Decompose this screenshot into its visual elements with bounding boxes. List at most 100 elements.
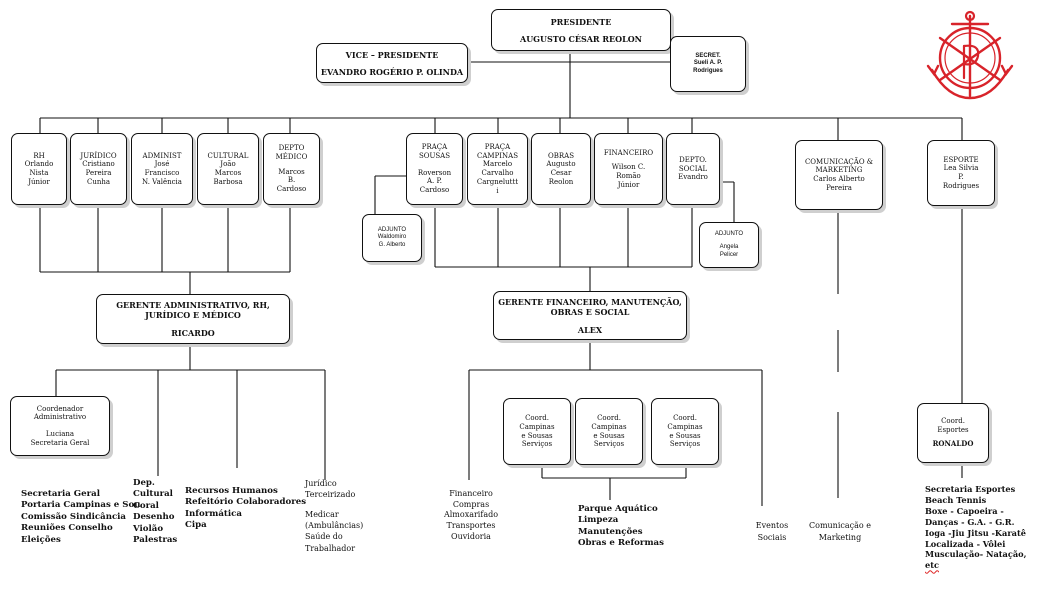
dept-line: Augusto [546, 160, 576, 169]
list-item: Palestras [133, 535, 178, 546]
gerente-line: GERENTE FINANCEIRO, MANUTENÇÃO, [498, 296, 682, 307]
coord-line: Coord. [673, 414, 697, 422]
dept-line: Reolon [548, 177, 574, 186]
secretaria-box: SECRET. Sueli A. P. Rodrigues [670, 36, 746, 92]
comunicacao-line: Pereira [826, 183, 852, 192]
coord-line: Campinas [667, 422, 703, 431]
list-item: Recursos Humanos [185, 486, 278, 496]
comunicacao-line: MARKETING [815, 166, 863, 175]
list-item: Eleições [21, 534, 61, 545]
dept-line: OBRAS [547, 151, 574, 160]
anchor-wheel-emblem-icon [926, 10, 1014, 100]
dept-line: ADMINIST [142, 151, 182, 160]
coord-line: Campinas [591, 422, 627, 431]
secret-line: Sueli A. P. [693, 60, 723, 67]
list-item: Compras [452, 499, 490, 509]
list-item: Danças - G.A. - G.R. [925, 516, 1015, 527]
dept-line: Júnior [28, 177, 50, 186]
list-item: Saúde do [305, 532, 343, 542]
list-item: Secretaria Esportes [925, 484, 1016, 494]
eventos-list: Eventos Sociais [745, 520, 799, 545]
dept-line: Marcelo [482, 160, 513, 169]
esporte-line: Lea Silvia [943, 164, 979, 173]
dept-rh-box: RH Orlando Nista Júnior [11, 133, 67, 205]
dept-line: Marcos [278, 167, 305, 176]
dept-line: SOUSAS [418, 151, 451, 160]
gerente-line: ALEX [577, 324, 603, 335]
dept-line: Cardoso [276, 185, 307, 194]
dept-line: PRAÇA [421, 143, 448, 152]
coord-servicos-box-1: Coord. Campinas e Sousas Serviços [503, 398, 571, 465]
list-item: Trabalhador [305, 543, 356, 553]
list-item: Obras e Reformas [578, 538, 664, 549]
dept-line: PRAÇA [484, 142, 511, 151]
dept-line: Carvalho [481, 169, 514, 177]
list-item: Transportes [446, 520, 496, 530]
dept-line: Cunha [86, 177, 111, 186]
dept-medico-box: DEPTO MÉDICO Marcos B. Cardoso [263, 133, 320, 205]
list-item: Dep. [133, 478, 155, 488]
esportes-list: Secretaria Esportes Beach Tennis Boxe - … [925, 484, 1026, 571]
gerente-line: RICARDO [171, 328, 215, 338]
dept-line: José [154, 160, 170, 169]
gerente-administrativo-box: GERENTE ADMINISTRATIVO, RH, JURÍDICO E M… [96, 294, 290, 344]
coord-line: Secretaria Geral [30, 438, 90, 447]
list-item: Ioga -Jiu Jitsu -Karatê [925, 527, 1026, 538]
dept-line: N. Valência [142, 177, 182, 186]
list-item: Financeiro [449, 489, 493, 498]
list-item: Musculação- Natação, [925, 549, 1027, 560]
esporte-box: ESPORTE Lea Silvia P. Rodrigues [927, 140, 995, 206]
vice-name: EVANDRO ROGÉRIO P. OLINDA [320, 66, 464, 77]
list-item: Jurídico [305, 479, 337, 488]
dept-line: MÉDICO [275, 152, 308, 161]
secretaria-list: Secretaria Geral Portaria Campinas e Sou… [21, 489, 140, 546]
list-item: Eventos [755, 521, 789, 530]
dept-line: JURÍDICO [80, 151, 117, 160]
dept-line: Evandro [678, 173, 708, 182]
list-item: Violão [133, 523, 164, 534]
juridico-terceirizado-list: Jurídico Terceirizado Medicar (Ambulânci… [305, 478, 363, 554]
dept-line: Nista [29, 169, 49, 177]
coord-servicos-box-3: Coord. Campinas e Sousas Serviços [651, 398, 719, 465]
dept-line: DEPTO. [679, 155, 707, 164]
list-item: Secretaria Geral [21, 489, 100, 499]
list-item: Localizada - Vôlei [925, 538, 1006, 549]
list-item: Comissão Sindicância [21, 511, 127, 522]
list-item: Desenho [133, 512, 175, 523]
secret-line: SECRET. [695, 52, 721, 59]
list-item: Marketing [818, 533, 862, 543]
presidente-name: AUGUSTO CÉSAR REOLON [520, 33, 642, 44]
gerente-line: JURÍDICO E MÉDICO [145, 310, 241, 320]
coord-line: Serviços [521, 440, 553, 449]
list-item [305, 501, 363, 509]
recursos-list: Recursos Humanos Refeitório Colaboradore… [185, 486, 306, 532]
list-item: Limpeza [578, 515, 619, 526]
list-item: Coral [133, 500, 159, 511]
dept-line: RH [33, 151, 45, 160]
adjunto-line: ADJUNTO [714, 230, 744, 237]
dept-line: Roverson [417, 168, 452, 177]
dept-line: A. P. [426, 177, 443, 186]
dept-line: SOCIAL [678, 164, 708, 173]
list-item: Boxe - Capoeira - [925, 505, 1004, 516]
dept-praca-campinas-box: PRAÇA CAMPINAS Marcelo Carvalho Cargnelu… [467, 133, 528, 205]
dept-line: Cristiano [82, 160, 115, 169]
comunicacao-line: Carlos Alberto [813, 175, 865, 183]
coord-esportes-box: Coord. Esportes RONALDO [917, 403, 989, 463]
comunicacao-list: Comunicação e Marketing [803, 520, 877, 545]
adjunto-line: G. Alberto [378, 241, 406, 248]
dept-obras-box: OBRAS Augusto Cesar Reolon [531, 133, 591, 205]
dept-line: Francisco [144, 169, 180, 177]
adjunto-line: Pelicer [719, 251, 739, 258]
dept-line: Júnior [617, 180, 640, 189]
list-item: Reuniões Conselho [21, 523, 113, 534]
adjunto-waldomiro-box: ADJUNTO Waldomiro G. Alberto [362, 214, 422, 262]
coord-line: e Sousas [521, 431, 553, 440]
coord-line: Coord. [597, 414, 621, 422]
coord-line: Esportes [937, 425, 969, 434]
dept-line: Cardoso [419, 186, 450, 195]
presidente-title: PRESIDENTE [550, 16, 612, 27]
list-item: Almoxarifado [443, 510, 499, 520]
